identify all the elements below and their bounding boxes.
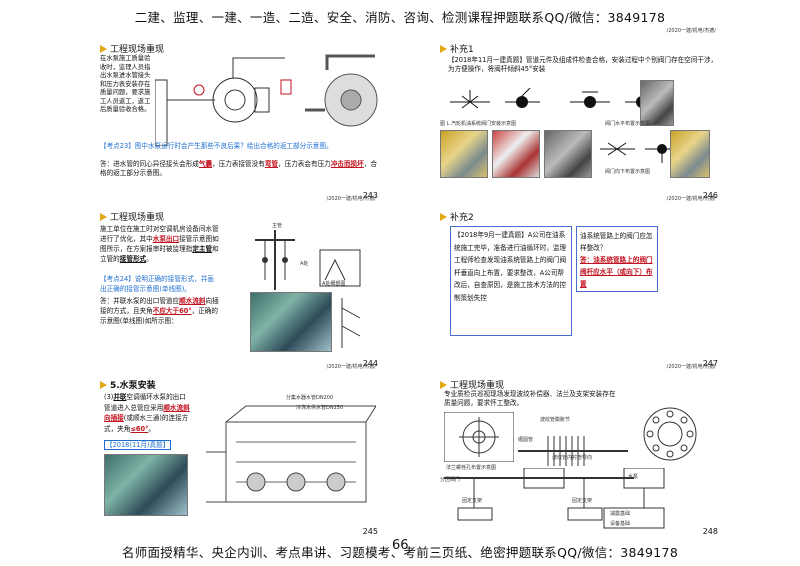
label-pipe-1: 分集水器水管DN200 [286,395,334,401]
label: 减震基础 [610,511,631,517]
answer: 答：进水管的同心异径接头会形成气囊，压力表接管没有弯管，压力表会有压力冲击而损坏… [100,160,377,177]
bellows-diagram [518,436,628,466]
photo-oil-valve [440,130,488,178]
label: 设备基础 [610,521,631,527]
label: 分区阀门 [440,477,461,483]
slide-text: 在水泵施工质量验收时，监理人员指出水泵进水管接头和压力表安装存在质量问题，要求施… [100,55,151,113]
label: 缠圆管 [518,437,534,443]
arrow-icon [440,44,447,53]
slide-246: /2020一建/机电/杰德/ 补充1 【2018年11月一建真题】管道元件及组成… [440,28,722,200]
label: 波纹管膨胀节 [540,417,571,423]
slide-247: /2020一建/机电/杰德/ 补充2 【2018年9月一建真题】A公司在油系统施… [440,196,722,368]
arrow-icon [100,380,107,389]
center-page-number: 66 [392,538,409,553]
exam-tag: 【2018(11月)真题】 [104,440,172,450]
slide-248: /2020一建/机电/杰德/ 工程现场重现 专业质检员巡视现场发现波纹补偿器、法… [440,364,722,536]
valve-symbols-2 [600,142,680,163]
slide-text: (3)并联空调循环水泵的出口管道进入总管应采用顺水流斜向插接(或顺水三通)的连接… [104,393,190,433]
slide-title: 补充1 [440,42,474,55]
pump-photo [104,454,188,516]
answer-text: 答：油系统管路上的阀门阀杆应水平（或向下）布置 [580,256,653,288]
pump-room-photo [250,292,332,352]
slide-header: /2020一建/机电/杰德/ [666,196,716,202]
photo-valve-body [544,130,592,178]
slide-title: 5.水泵安装 [100,378,156,391]
page-number: 244 [362,359,378,368]
caption: 阀门向下布置示意图 [605,169,651,175]
correct-diagram [341,298,361,348]
caption: 阀门水平布置示意图 [605,121,651,127]
question: 【考点23】图中水泵运行时会产生那些不良后果？绘出合格的返工部分示意图。 [100,142,333,150]
page-number: 248 [702,527,718,536]
arrow-icon [100,212,107,221]
slide-245: /2020一建/机电/杰德/ 5.水泵安装 (3)并联空调循环水泵的出口管道进入… [100,364,382,536]
page-number: 246 [702,191,718,200]
question: 【考点24】说明正确的接管形式，并画出正确的接管示意图(单线图)。 [100,275,214,293]
page-number: 247 [702,359,718,368]
photo-valve-down [670,130,710,178]
pump-diagram [155,54,378,146]
top-banner: 二建、监理、一建、一造、二造、安全、消防、咨询、检测课程押题联系QQ/微信：38… [134,10,666,25]
label-main: 主管 [272,223,283,229]
slide-title: 工程现场重现 [100,42,164,55]
slide-title: 工程现场重现 [100,210,164,223]
slide-243: 工程现场重现 在水泵施工质量验收时，监理人员指出水泵进水管接头和压力表安装存在质… [100,40,382,200]
caption: 图 L 汽轮机油系统阀门安装示意图 [440,121,516,127]
arrow-icon [100,44,107,53]
valve-photo [640,80,674,126]
slide-title: 补充2 [440,210,474,223]
arrow-icon [440,380,447,389]
slide-text: 施工单位在施工时对空调机房设备间水管进行了优化，其中水泵出口接管示意图如图所示，… [100,225,219,263]
answer: 答：并联水泵的出口管道应顺水流斜向插接的方式，且夹角不应大于60°，正确的示意图… [100,297,219,325]
slide-text: 专业质检员巡视现场发现波纹补偿器、法兰及支架安装存在质量问题，要求怀工整改。 [444,390,616,407]
slide-header: /2020一建/机电/杰德/ [666,364,716,370]
answer-box [576,226,658,292]
question-text: 油系统管路上的阀门应怎样整改？ [580,232,653,252]
valve-symbols [450,88,660,116]
slide-244: /2020一建/机电/杰德/ 工程现场重现 施工单位在施工时对空调机房设备间水管… [100,196,382,368]
flange-diagram [444,412,514,462]
pump-3d-drawing [206,405,376,503]
label-pipe-2: 冷冻水供水管DN150 [296,405,344,411]
bottom-banner: 名师面授精华、央企内训、考点串讲、习题模考、考前三页纸、绝密押题联系QQ/微信：… [121,545,679,560]
label: 固定支架 [462,498,483,504]
label: 波纹管内衬管导向 [552,455,593,461]
case-box [450,226,572,336]
label-a: A处 [300,261,309,267]
support-diagram [444,468,665,529]
arrow-icon [440,212,447,221]
slide-text: 【2018年11月一建真题】管道元件及组成件检查合格，安装过程中个别阀门存在空间… [448,56,718,73]
slide-header: /2020一建/机电/杰德/ [326,196,376,202]
page-number: 243 [362,191,378,200]
case-text: 【2018年9月一建真题】A公司在油系统施工完毕，准备进行油循环时，监理工程师检… [454,231,567,302]
flange-bolt-diagram [643,407,697,461]
slide-header: /2020一建/机电/杰德/ [666,28,716,34]
label: 水泵 [628,474,639,480]
slide-title: 工程现场重现 [440,378,504,391]
label: 法兰螺栓孔布置示意图 [446,465,497,471]
label: 固定支架 [572,498,593,504]
page-number: 245 [362,527,378,536]
pipe-diagram [255,230,361,290]
photo-valve-wheel [492,130,540,178]
slide-header: /2020一建/机电/杰德/ [326,364,376,370]
label-detail: A处细部图 [322,281,346,287]
